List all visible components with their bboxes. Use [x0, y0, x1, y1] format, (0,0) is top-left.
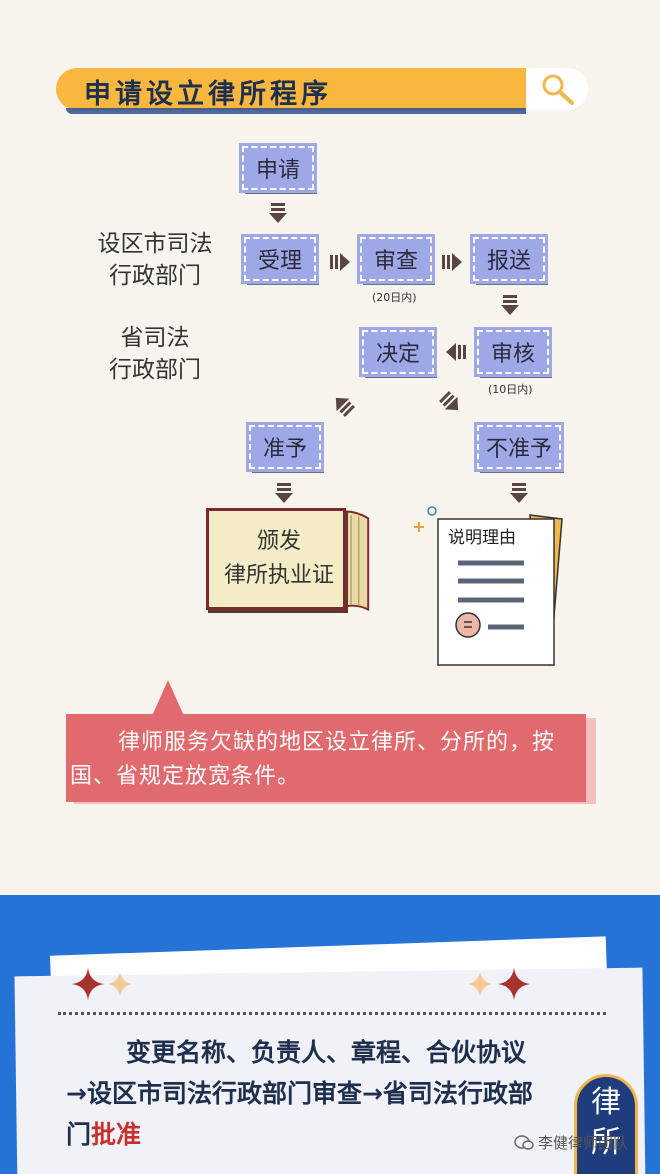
- reason-document: 说明理由: [410, 505, 570, 670]
- step-reject: 不准予: [474, 422, 564, 472]
- city-authority-label: 设区市司法 行政部门: [97, 231, 213, 289]
- arrow-review-submit: [442, 253, 462, 271]
- approval-highlight: 批准: [91, 1120, 142, 1149]
- title-bar: 申请设立律所程序: [56, 68, 588, 114]
- title-icon-box: [526, 68, 588, 110]
- sparkle-left-icon: [72, 968, 132, 1000]
- arrow-reject-doc: [510, 483, 528, 503]
- certificate-cover: 颁发 律所执业证: [206, 508, 346, 610]
- watermark: 李健律师团队: [514, 1132, 628, 1153]
- law-firm-stamp: 律所: [574, 1074, 638, 1174]
- verify-note: (10日内): [488, 383, 533, 396]
- wechat-icon: [514, 1134, 534, 1150]
- arrow-apply-accept: [269, 203, 287, 223]
- arrow-verify-decide: [446, 343, 466, 361]
- page-title: 申请设立律所程序: [84, 79, 332, 110]
- step-verify: 审核: [474, 327, 552, 377]
- notice-box: 律师服务欠缺的地区设立律所、分所的，按国、省规定放宽条件。: [66, 680, 596, 804]
- certificate-book: 颁发 律所执业证: [206, 508, 370, 612]
- certificate-line-2: 律所执业证: [223, 563, 334, 588]
- change-procedure-text: 变更名称、负责人、章程、合伙协议→设区市司法行政部门审查→省司法行政部门批准: [66, 1038, 533, 1149]
- arrow-accept-review: [330, 253, 350, 271]
- sparkle-right-icon: [468, 968, 530, 1000]
- arrow-decide-reject: [437, 389, 465, 417]
- step-approve: 准予: [246, 422, 324, 472]
- notice-text: 律师服务欠缺的地区设立律所、分所的，按国、省规定放宽条件。: [70, 730, 556, 789]
- review-note: (20日内): [372, 291, 417, 304]
- arrow-submit-verify: [501, 295, 519, 315]
- certificate-line-1: 颁发: [256, 529, 301, 554]
- step-decide: 决定: [359, 327, 437, 377]
- step-accept: 受理: [241, 234, 319, 284]
- step-submit: 报送: [470, 234, 548, 284]
- magnifier-icon: [542, 74, 574, 105]
- dotted-divider: [58, 1012, 606, 1015]
- arrow-decide-approve: [329, 391, 357, 419]
- document-illustration: [414, 506, 563, 666]
- step-apply: 申请: [239, 143, 317, 193]
- province-authority-label: 省司法 行政部门: [109, 325, 201, 383]
- arrow-approve-cert: [275, 483, 293, 503]
- step-review: 审查: [357, 234, 435, 284]
- reason-doc-title: 说明理由: [448, 528, 516, 548]
- title-pill: 申请设立律所程序: [56, 68, 526, 114]
